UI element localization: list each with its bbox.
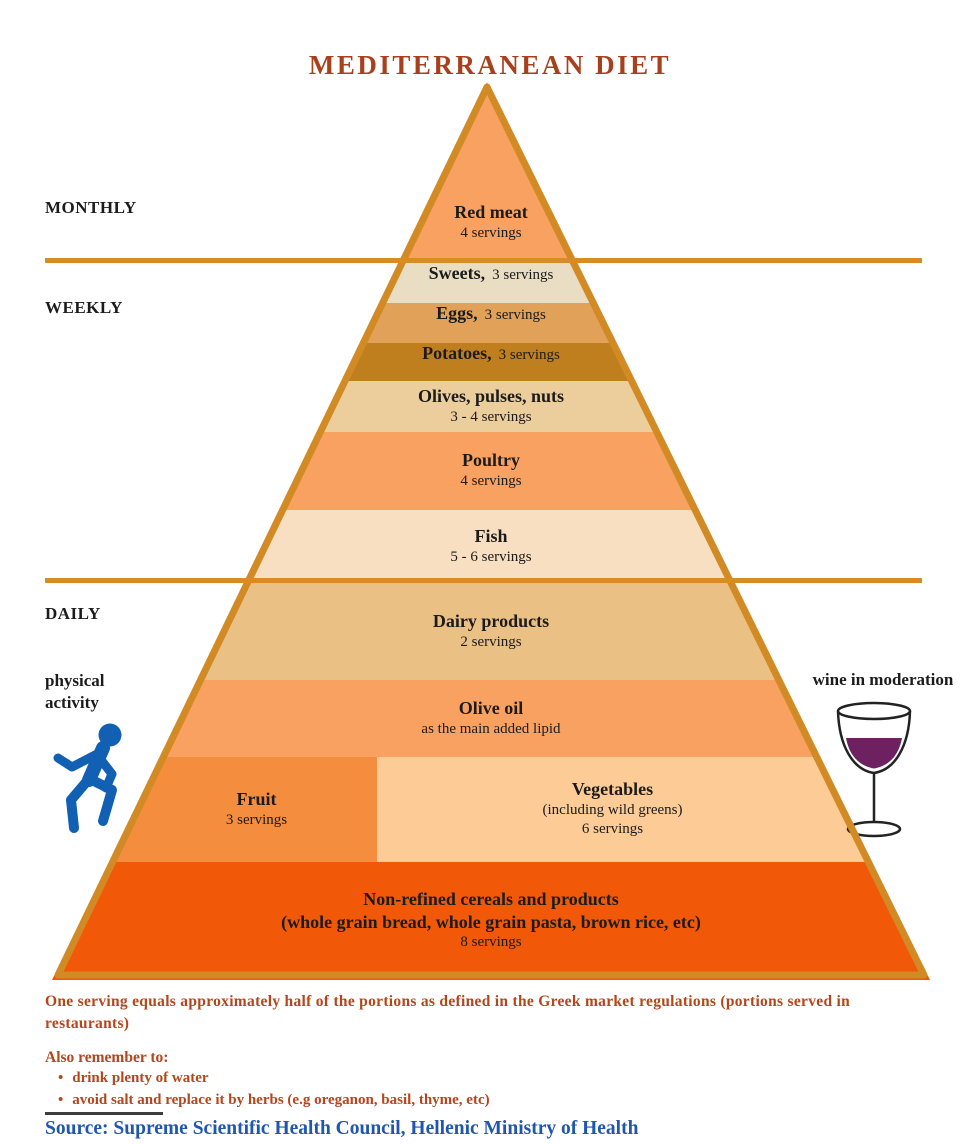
level-poultry: Poultry 4 servings	[52, 432, 930, 510]
serving-definition-note: One serving equals approximately half of…	[45, 993, 851, 1033]
level-servings: 3 - 4 servings	[450, 408, 532, 425]
level-label: Potatoes,	[422, 343, 492, 363]
level-label: Olives, pulses, nuts	[417, 385, 565, 406]
level-fruit-vegetables: Fruit 3 servings Vegetables (including w…	[52, 757, 930, 862]
remember-item-water: drink plenty of water	[58, 1068, 490, 1090]
level-servings: 8 servings	[460, 934, 522, 951]
level-servings: 3 servings	[498, 347, 560, 363]
monthly-label: MONTHLY	[45, 198, 137, 217]
level-servings: 2 servings	[460, 633, 522, 650]
level-label: Poultry	[462, 450, 520, 471]
level-label: Olive oil	[458, 697, 524, 718]
wine-glass-icon	[836, 701, 912, 838]
level-sweets: Sweets, 3 servings	[52, 263, 930, 303]
weekly-label: WEEKLY	[45, 298, 123, 317]
physical-activity-runner-icon	[53, 723, 122, 833]
level-servings: 3 servings	[225, 811, 288, 828]
remember-item-salt: avoid salt and replace it by herbs (e.g …	[58, 1090, 489, 1112]
level-label: Non-refined cereals and products	[363, 889, 619, 910]
level-olives-pulses-nuts: Olives, pulses, nuts 3 - 4 servings	[52, 381, 930, 432]
wine-in-moderation-label: wine in moderation	[812, 670, 954, 689]
level-label: Fish	[474, 525, 508, 546]
level-eggs: Eggs, 3 servings	[52, 303, 930, 343]
level-label: Dairy products	[432, 610, 550, 631]
level-cereals: Non-refined cereals and products (whole …	[52, 862, 930, 980]
weekly-daily-divider	[45, 578, 922, 583]
level-sub: (including wild greens)	[542, 801, 683, 818]
level-label: Eggs,	[436, 303, 478, 323]
level-dairy-products: Dairy products 2 servings	[52, 583, 930, 680]
remember-list: drink plenty of water avoid salt and rep…	[58, 1068, 490, 1112]
diet-pyramid: Red meat 4 servings Sweets, 3 servings E…	[52, 82, 930, 980]
level-sub: (whole grain bread, whole grain pasta, b…	[281, 911, 701, 932]
physical-activity-label: physical activity	[45, 671, 105, 713]
level-red-meat: Red meat 4 servings	[52, 82, 930, 263]
level-servings: as the main added lipid	[421, 720, 561, 737]
level-olive-oil: Olive oil as the main added lipid	[52, 680, 930, 757]
level-servings: 3 servings	[484, 307, 546, 323]
level-potatoes: Potatoes, 3 servings	[52, 343, 930, 381]
level-servings: 4 servings	[460, 473, 522, 490]
remember-title: Also remember to:	[45, 1049, 169, 1066]
source-separator-rule	[45, 1112, 163, 1115]
daily-label: DAILY	[45, 604, 101, 623]
level-label: Fruit	[236, 788, 277, 809]
level-servings: 5 - 6 servings	[450, 548, 532, 565]
level-fish: Fish 5 - 6 servings	[52, 510, 930, 583]
level-label: Vegetables	[571, 779, 654, 800]
level-label: Red meat	[454, 201, 528, 222]
level-servings: 6 servings	[581, 821, 644, 838]
source-credit: Source: Supreme Scientific Health Counci…	[45, 1118, 639, 1139]
page-title: MEDITERRANEAN DIET	[308, 50, 672, 81]
level-label: Sweets,	[428, 263, 486, 283]
level-servings: 3 servings	[492, 267, 554, 283]
level-servings: 4 servings	[460, 224, 522, 241]
monthly-weekly-divider	[45, 258, 922, 263]
